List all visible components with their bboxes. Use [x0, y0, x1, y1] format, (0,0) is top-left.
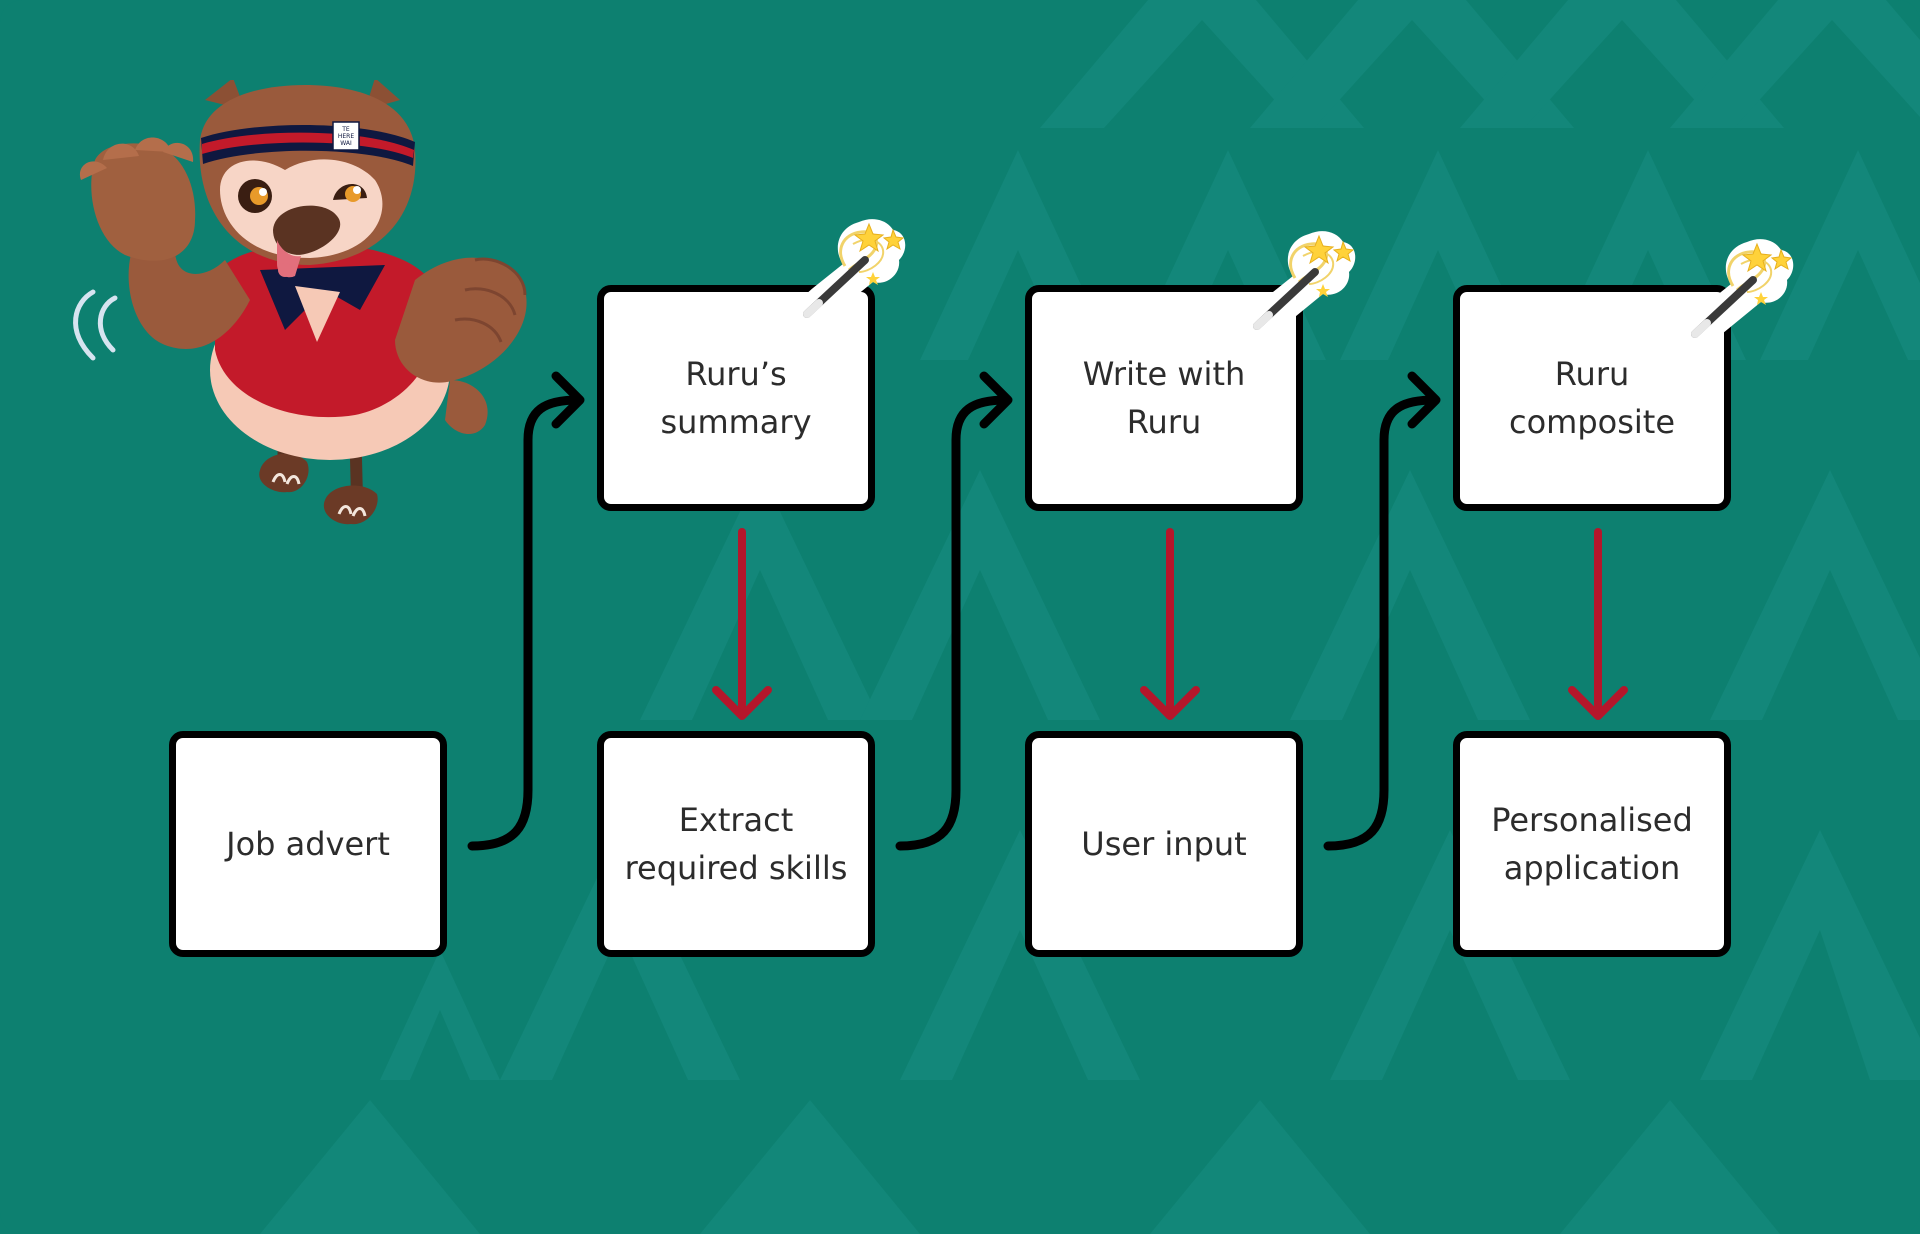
- magic-wand-icon: [1685, 239, 1794, 346]
- mascot-badge-line-2: HERE: [338, 133, 354, 140]
- connector-arrowhead-3: [1407, 371, 1441, 429]
- magic-wand-icon: [1247, 231, 1356, 338]
- mascot-badge-line-1: TE: [341, 126, 350, 133]
- box-ruru-composite: Ruru composite: [1453, 285, 1731, 511]
- down-arrow-head-2: [1140, 686, 1200, 720]
- box-job-advert-label: Job advert: [226, 825, 390, 863]
- box-rurus-summary-label: Ruru’s summary: [660, 355, 812, 441]
- box-rurus-summary: Ruru’s summary: [597, 285, 875, 511]
- box-user-input: User input: [1025, 731, 1303, 957]
- magic-wand-icon: [797, 219, 906, 326]
- connector-arrowhead-1: [551, 371, 585, 429]
- box-job-advert: Job advert: [169, 731, 447, 957]
- box-user-input-label: User input: [1081, 825, 1247, 863]
- box-write-with-ruru-label: Write with Ruru: [1082, 355, 1246, 441]
- connector-job-advert-to-rurus-summary: [467, 395, 583, 851]
- box-ruru-composite-label: Ruru composite: [1508, 355, 1676, 441]
- connector-user-input-to-ruru-composite: [1323, 395, 1439, 851]
- box-extract-required-skills-label: Extract required skills: [624, 801, 848, 887]
- connector-arrowhead-2: [979, 371, 1013, 429]
- connector-extract-skills-to-write-with-ruru: [895, 395, 1011, 851]
- owl-mascot-icon: TE HERE WAI: [73, 80, 527, 525]
- box-extract-required-skills: Extract required skills: [597, 731, 875, 957]
- box-personalised-application: Personalised application: [1453, 731, 1731, 957]
- down-arrow-head-3: [1568, 686, 1628, 720]
- down-arrow-head-1: [712, 686, 772, 720]
- box-personalised-application-label: Personalised application: [1491, 801, 1693, 887]
- mascot-badge-line-3: WAI: [340, 140, 352, 147]
